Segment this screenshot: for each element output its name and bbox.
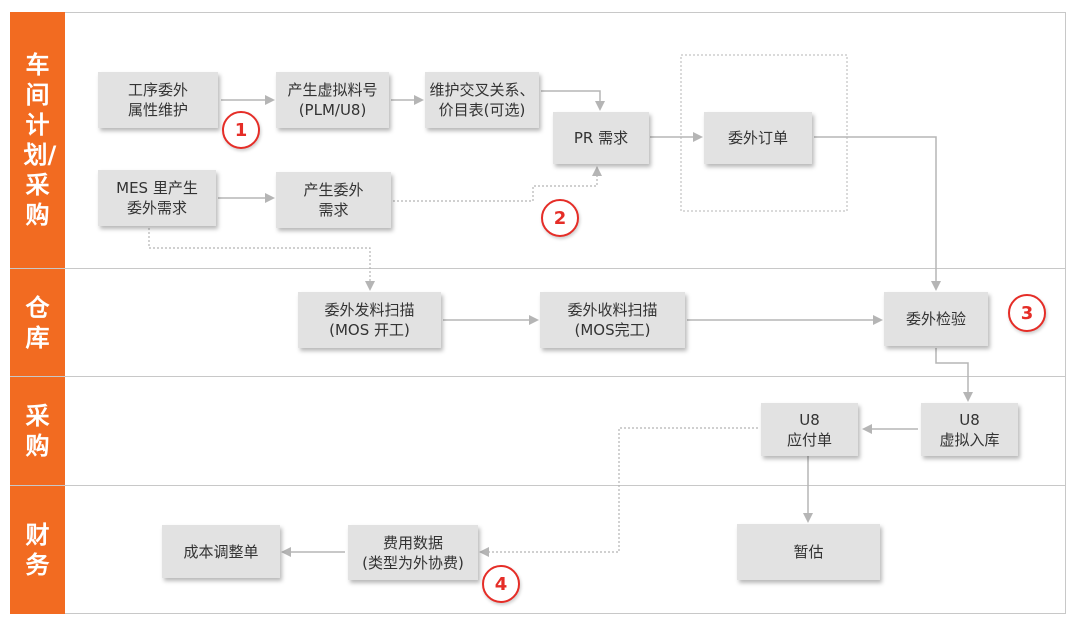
box-line: 工序委外 <box>127 81 188 99</box>
lane-separator <box>10 485 1066 486</box>
box-line: 虚拟入库 <box>939 430 1000 449</box>
box-line: U8 <box>959 410 980 429</box>
box-expense-data: 费用数据 (类型为外协费) <box>348 525 478 580</box>
box-cost-adjust: 成本调整单 <box>162 525 280 578</box>
box-mes-demand: MES 里产生 委外需求 <box>98 170 216 226</box>
box-line: 价目表(可选) <box>438 101 526 119</box>
box-line: 成本调整单 <box>183 542 259 561</box>
box-line: 维护交叉关系、 <box>429 81 535 99</box>
step-badge-1: 1 <box>222 111 260 149</box>
lane-workshop-planning: 车间计划/采购 <box>10 12 65 268</box>
box-line: 属性维护 <box>127 101 188 119</box>
box-line: 委外收料扫描 <box>567 301 658 319</box>
box-issue-scan: 委外发料扫描 (MOS 开工) <box>298 292 441 348</box>
box-pr-demand: PR 需求 <box>553 112 649 164</box>
box-line: 需求 <box>318 201 349 219</box>
box-receive-scan: 委外收料扫描 (MOS完工) <box>540 292 685 348</box>
box-process-maintain: 工序委外 属性维护 <box>98 72 218 128</box>
box-estimate: 暂估 <box>737 524 880 580</box>
lane-finance: 财务 <box>10 486 65 614</box>
box-virtual-inbound: U8 虚拟入库 <box>921 403 1018 456</box>
step-badge-3: 3 <box>1008 294 1046 332</box>
step-badge-2: 2 <box>541 199 579 237</box>
box-line: (MOS 开工) <box>329 321 410 339</box>
step-badge-4: 4 <box>482 565 520 603</box>
box-line: 产生委外 <box>303 181 364 199</box>
box-line: 委外发料扫描 <box>324 301 415 319</box>
box-line: 暂估 <box>793 543 824 561</box>
box-generate-demand: 产生委外 需求 <box>276 172 391 228</box>
box-outsource-order: 委外订单 <box>704 112 812 164</box>
box-line: 委外订单 <box>727 129 788 147</box>
box-payable: U8 应付单 <box>761 403 858 456</box>
lane-purchasing: 采购 <box>10 377 65 485</box>
box-line: PR 需求 <box>573 129 629 147</box>
lane-separator <box>10 268 1066 269</box>
lane-warehouse: 仓库 <box>10 269 65 376</box>
box-line: 产生虚拟料号 <box>287 81 378 99</box>
lane-label: 采购 <box>25 402 50 460</box>
box-line: MES 里产生 <box>116 179 198 197</box>
box-line: U8 <box>799 410 820 429</box>
box-line: 委外需求 <box>126 199 187 217</box>
box-line: (MOS完工) <box>574 321 651 339</box>
box-inspection: 委外检验 <box>884 292 988 346</box>
lane-label: 仓库 <box>25 293 50 352</box>
lane-label: 车间计划/采购 <box>23 51 57 229</box>
box-line: 应付单 <box>786 430 832 449</box>
box-line: (类型为外协费) <box>362 553 464 572</box>
box-cross-reference: 维护交叉关系、 价目表(可选) <box>425 72 539 128</box>
lane-separator <box>10 376 1066 377</box>
box-line: 委外检验 <box>905 310 966 328</box>
lane-label: 财务 <box>25 521 50 579</box>
box-line: (PLM/U8) <box>298 101 367 119</box>
box-virtual-material: 产生虚拟料号 (PLM/U8) <box>276 72 389 128</box>
box-line: 费用数据 <box>382 533 443 552</box>
